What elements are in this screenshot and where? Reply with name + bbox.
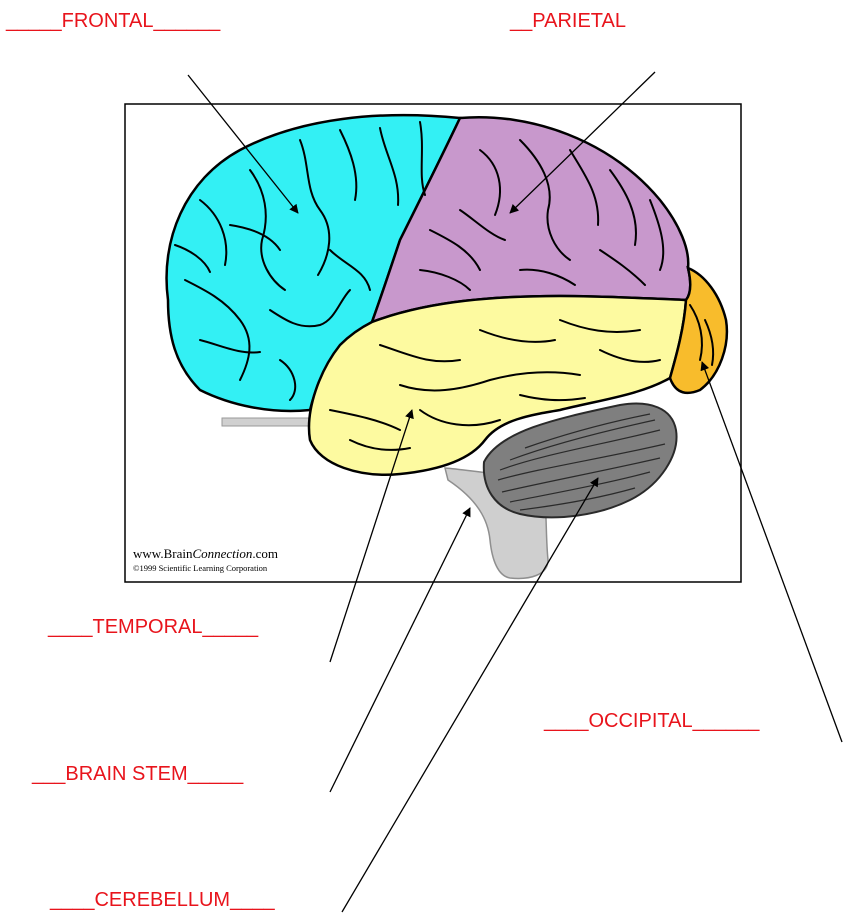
occipital-label: ____OCCIPITAL______ — [544, 711, 759, 731]
olfactory-tract — [222, 418, 310, 426]
credit-copyright: ©1999 Scientific Learning Corporation — [133, 563, 268, 573]
cerebellum-label: ____CEREBELLUM____ — [50, 890, 275, 910]
frontal-label: _____FRONTAL______ — [6, 11, 220, 31]
brain-stem-label: ___BRAIN STEM_____ — [32, 764, 243, 784]
temporal-label: ____TEMPORAL_____ — [48, 617, 258, 637]
parietal-label: __PARIETAL — [510, 11, 626, 31]
credit-url: www.BrainConnection.com — [133, 546, 278, 561]
